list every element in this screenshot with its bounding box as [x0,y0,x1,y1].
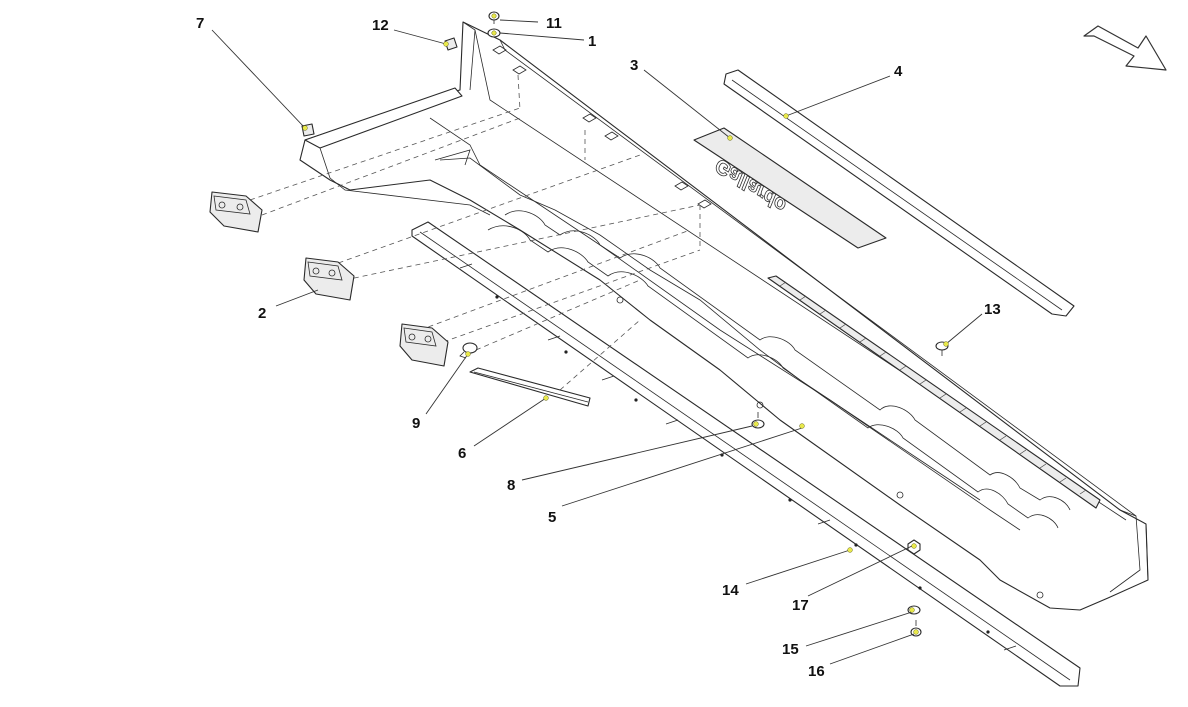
callout-11: 11 [546,15,562,32]
leader-lines [211,19,983,665]
assembly-hidden-lines [249,74,701,391]
clip-nut-top [444,37,458,51]
callout-13: 13 [984,301,1001,318]
callout-1: 1 [588,33,596,50]
leader-end-dots [302,13,949,635]
callout-15: 15 [782,641,799,658]
callout-4: 4 [894,63,903,80]
clip-part-middle [303,257,355,301]
forward-direction-arrow-icon [1083,25,1167,71]
callout-3: 3 [630,57,638,74]
callout-8: 8 [507,477,515,494]
callout-5: 5 [548,509,556,526]
seal-strip [767,275,1101,509]
push-pin [459,342,478,359]
clip-part-lower [399,323,449,367]
callout-2: 2 [258,305,266,322]
clip-part-upper [209,191,263,233]
callout-labels: 7 12 11 1 3 4 2 13 9 6 8 5 14 17 15 16 [196,15,1001,680]
small-seal-strip [469,367,591,407]
callout-14: 14 [722,582,739,599]
callout-16: 16 [808,663,825,680]
callout-6: 6 [458,445,466,462]
callout-17: 17 [792,597,809,614]
callout-9: 9 [412,415,420,432]
inner-stiffening-rail [487,210,1071,529]
lower-trim-strip [411,221,1081,687]
mounting-bracket [304,87,491,216]
sill-panel-assembly [299,21,1149,611]
callout-12: 12 [372,17,389,34]
callout-7: 7 [196,15,204,32]
